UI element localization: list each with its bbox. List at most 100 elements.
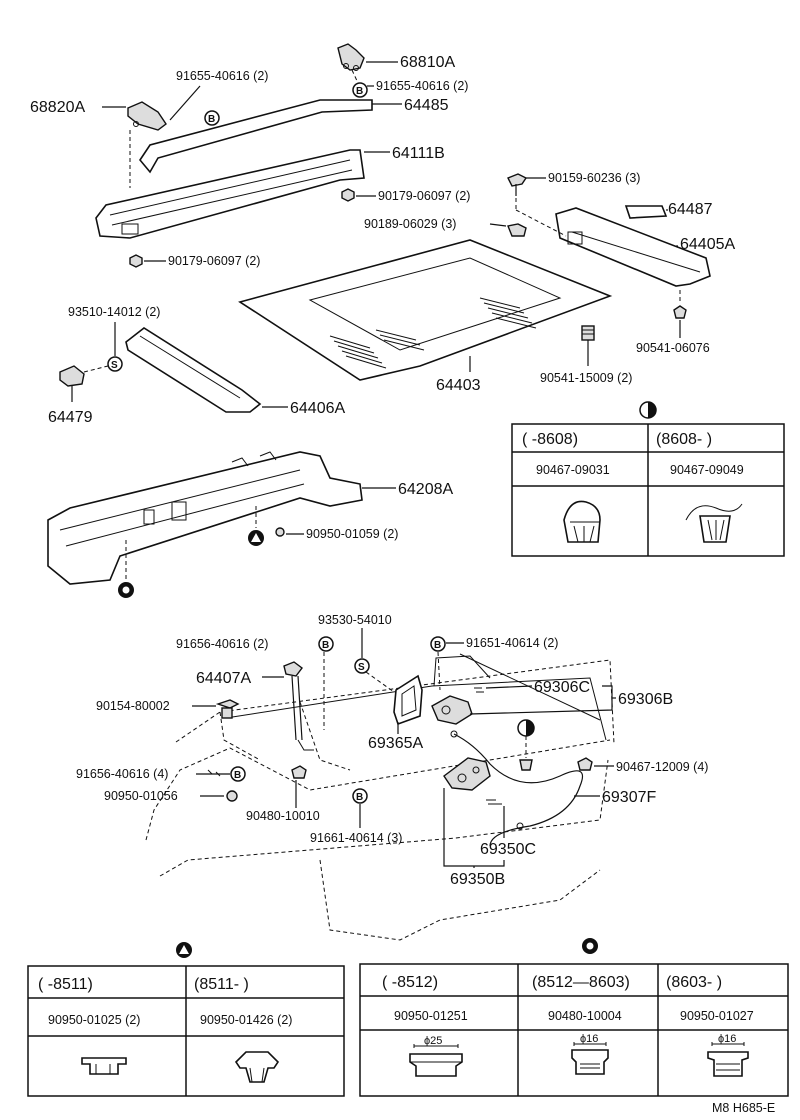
clip-90467-icon — [519, 759, 533, 771]
label-64479: 64479 — [48, 409, 93, 426]
screw-90159-icon — [507, 173, 528, 196]
label-64208a: 64208A — [398, 481, 453, 498]
clip-90467-old-icon — [563, 500, 601, 543]
part-68820a-drawing — [127, 101, 167, 131]
clip-90950-01426-icon — [234, 1051, 280, 1083]
part-64406a-drawing — [125, 327, 262, 413]
symbol-b: B — [204, 110, 220, 126]
table-half-col2: (8608- ) — [656, 431, 712, 448]
label-91656-upper: 91656-40616 (2) — [176, 637, 268, 651]
part-69365a-drawing — [393, 674, 423, 726]
part-64111b-drawing — [95, 149, 365, 239]
table-gear-col2: (8512—8603) — [532, 974, 630, 991]
table-tri-col2: (8511- ) — [194, 976, 249, 993]
table-tri-part1: 90950-01025 (2) — [48, 1013, 140, 1027]
label-90467-12009: 90467-12009 (4) — [616, 760, 708, 774]
part-64485-drawing — [139, 99, 373, 174]
label-91651: 91651-40614 (2) — [466, 636, 558, 650]
label-91655-left: 91655-40616 (2) — [176, 69, 268, 83]
dim-phi25: ϕ25 — [424, 1035, 442, 1047]
part-64405a-drawing — [555, 207, 711, 287]
symbol-b: B — [352, 788, 368, 804]
gear-symbol — [582, 938, 598, 954]
label-64407a: 64407A — [196, 670, 251, 687]
clip-90541-large-icon — [581, 325, 595, 341]
table-half-part1: 90467-09031 — [536, 463, 610, 477]
label-69350c: 69350C — [480, 841, 536, 858]
table-tri-col1: ( -8511) — [38, 976, 93, 993]
half-circle-symbol — [639, 401, 657, 419]
table-half-part2: 90467-09049 — [670, 463, 744, 477]
part-64487-drawing — [624, 205, 668, 219]
part-68810a-drawing — [337, 43, 365, 71]
table-gear-col3: (8603- ) — [666, 974, 722, 991]
clip-90950-01056-icon — [226, 790, 238, 802]
label-69306c: 69306C — [534, 679, 590, 696]
dim-phi16-a: ϕ16 — [580, 1033, 598, 1045]
symbol-b-text: B — [356, 86, 363, 97]
symbol-s-text: S — [111, 360, 118, 371]
clip-90189-icon — [507, 223, 527, 237]
label-93530: 93530-54010 — [318, 613, 392, 627]
label-68810a: 68810A — [400, 54, 455, 71]
plug-90154-icon — [215, 699, 240, 719]
clip-90480-icon — [291, 765, 307, 779]
clip-90467-new-icon — [685, 503, 743, 543]
part-64479-drawing — [59, 365, 85, 387]
label-90179-upper: 90179-06097 (2) — [378, 189, 470, 203]
symbol-s: S — [107, 356, 123, 372]
label-64485: 64485 — [404, 97, 449, 114]
label-90179-lower: 90179-06097 (2) — [168, 254, 260, 268]
part-69350b-drawing — [443, 757, 502, 805]
label-64403: 64403 — [436, 377, 481, 394]
table-half-circle: ( -8608) (8608- ) 90467-09031 90467-0904… — [511, 423, 785, 557]
label-69306b: 69306B — [618, 691, 673, 708]
table-tri-part2: 90950-01426 (2) — [200, 1013, 292, 1027]
label-90154: 90154-80002 — [96, 699, 170, 713]
symbol-b-text: B — [234, 770, 241, 781]
table-gear-col1: ( -8512) — [382, 974, 438, 991]
symbol-b-text: B — [434, 640, 441, 651]
label-90950-01059: 90950-01059 (2) — [306, 527, 398, 541]
symbol-b-text: B — [322, 640, 329, 651]
label-90189: 90189-06029 (3) — [364, 217, 456, 231]
label-90950-01056: 90950-01056 — [104, 789, 178, 803]
label-90159: 90159-60236 (3) — [548, 171, 640, 185]
half-circle-symbol — [517, 719, 535, 737]
symbol-s-text: S — [358, 662, 365, 673]
bolt-marks-icon — [207, 769, 221, 777]
part-69307f-drawing — [450, 730, 584, 847]
footer-code: M8 H685-E — [712, 1101, 775, 1115]
symbol-b: B — [352, 82, 368, 98]
body-floor-drawing — [145, 653, 615, 941]
label-90541-15009: 90541-15009 (2) — [540, 371, 632, 385]
label-91661: 91661-40614 (3) — [310, 831, 402, 845]
table-half-col1: ( -8608) — [522, 431, 578, 448]
label-64406a: 64406A — [290, 400, 345, 417]
part-64407a-drawing — [283, 661, 314, 751]
symbol-b-text: B — [208, 114, 215, 125]
table-gear: ( -8512) (8512—8603) (8603- ) 90950-0125… — [359, 963, 789, 1097]
part-69306-lock-drawing — [431, 687, 484, 725]
label-90541-06076: 90541-06076 — [636, 341, 710, 355]
gear-symbol — [118, 582, 134, 598]
label-68820a: 68820A — [30, 99, 85, 116]
label-69350b: 69350B — [450, 871, 505, 888]
label-91655-right: 91655-40616 (2) — [376, 79, 468, 93]
dim-phi16-b: ϕ16 — [718, 1033, 736, 1045]
label-64111b: 64111B — [392, 145, 445, 162]
clip-90950-icon — [275, 527, 285, 537]
table-gear-part3: 90950-01027 — [680, 1009, 754, 1023]
triangle-symbol — [248, 530, 264, 546]
symbol-b: B — [430, 636, 446, 652]
label-69307f: 69307F — [602, 789, 656, 806]
nut-90179-icon — [341, 188, 355, 202]
triangle-symbol — [176, 942, 192, 958]
label-69365a: 69365A — [368, 735, 423, 752]
symbol-s: S — [354, 658, 370, 674]
label-90480: 90480-10010 — [246, 809, 320, 823]
label-64405a: 64405A — [680, 236, 735, 253]
part-64403-drawing — [238, 239, 613, 381]
label-64487: 64487 — [668, 201, 713, 218]
symbol-b: B — [230, 766, 246, 782]
